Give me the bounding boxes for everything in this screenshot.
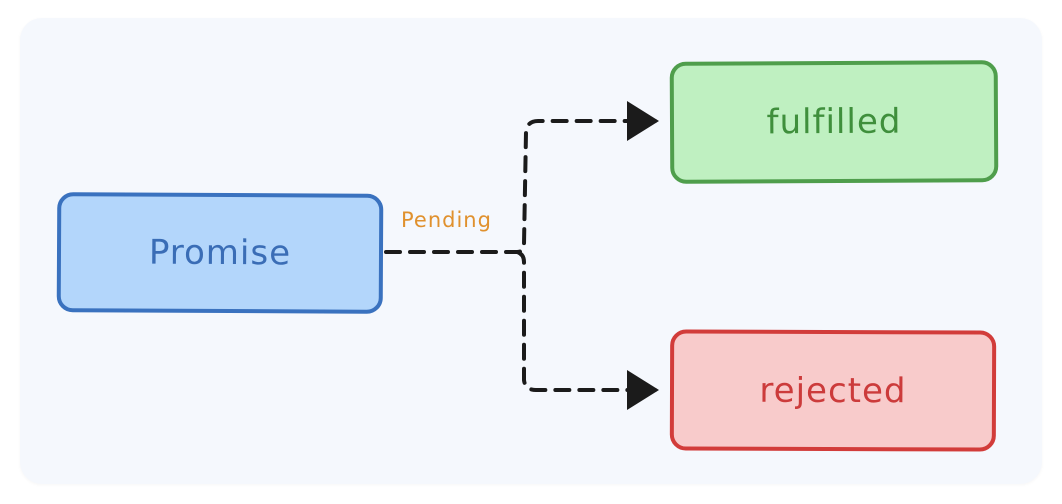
connector-promise-to-fulfilled (384, 101, 659, 254)
promise-node-label: Promise (148, 232, 292, 274)
fulfilled-node[interactable]: fulfilled (669, 60, 999, 184)
pending-edge-label: Pending (401, 208, 492, 232)
rejected-node[interactable]: rejected (669, 329, 997, 452)
rejected-node-label: rejected (759, 370, 907, 411)
promise-node[interactable]: Promise (56, 192, 384, 314)
fulfilled-node-label: fulfilled (766, 101, 902, 143)
connector-promise-to-rejected (515, 250, 659, 410)
